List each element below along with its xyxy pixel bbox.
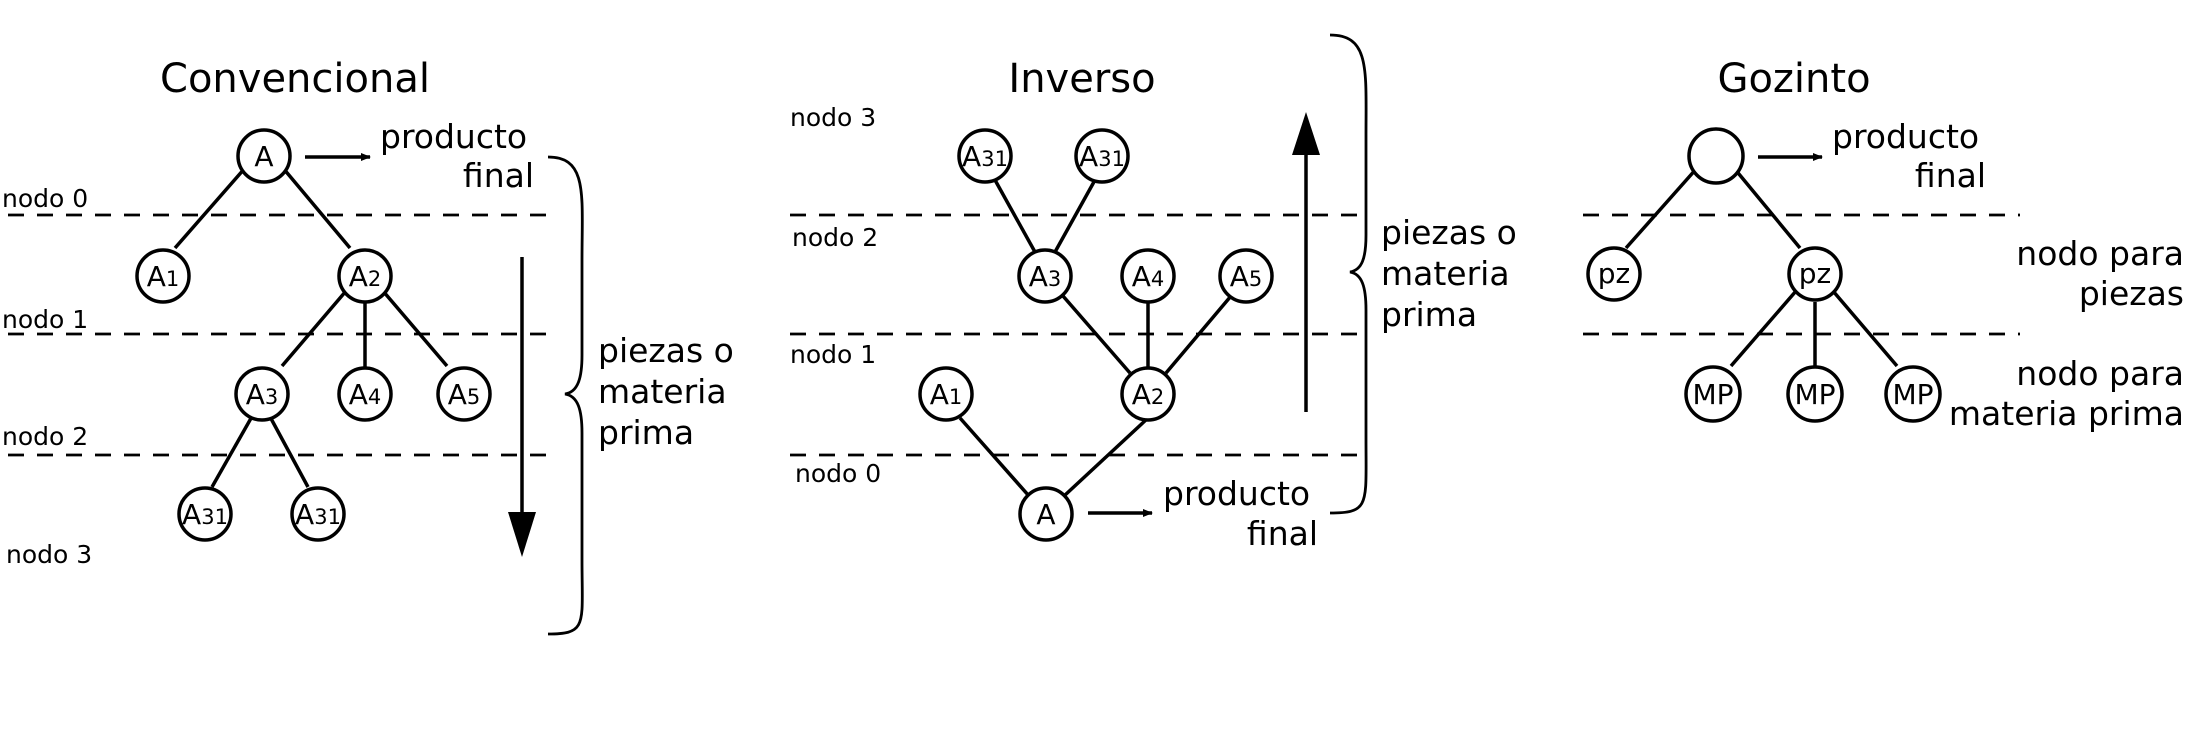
panel-title-inverso: Inverso <box>1008 56 1155 102</box>
edge <box>1061 294 1132 375</box>
edge <box>1732 166 1802 250</box>
node-label: A <box>1036 498 1055 531</box>
edge <box>210 412 256 488</box>
raw-material-node-label-line2: materia prima <box>1949 394 2184 433</box>
node-mp: MP <box>1884 365 1942 423</box>
panel-title-convencional: Convencional <box>160 56 430 102</box>
level-label-nodo-1: nodo 1 <box>790 340 876 369</box>
product-label-line2: final <box>463 156 534 195</box>
panel-inverso: Inverso nodo 3 nodo 2 nodo 1 nodo 0 A31 … <box>790 33 1517 553</box>
node-a: A <box>236 128 292 184</box>
node-a2: A2 <box>337 248 393 304</box>
pieces-label-line1: piezas o <box>598 331 734 370</box>
node-label: A31 <box>962 140 1008 173</box>
edge <box>1729 289 1798 368</box>
node-label: A5 <box>448 378 481 411</box>
node-a3: A3 <box>234 366 290 422</box>
node-label: A1 <box>147 260 180 293</box>
brace-icon <box>1329 33 1368 515</box>
node-label: MP <box>1794 378 1835 411</box>
panel-title-gozinto: Gozinto <box>1717 56 1870 102</box>
pieces-label-line3: prima <box>598 413 694 452</box>
node-a: A <box>1018 486 1074 542</box>
node-label: A31 <box>295 498 341 531</box>
edge <box>958 416 1031 498</box>
node-label: A3 <box>1029 260 1062 293</box>
level-label-nodo-0: nodo 0 <box>795 459 881 488</box>
panel-gozinto: Gozinto pz pz MP MP <box>1583 56 2184 433</box>
pieces-label-line1: piezas o <box>1381 213 1517 252</box>
node-label: A31 <box>1079 140 1125 173</box>
edge <box>173 166 247 250</box>
pieces-label-line2: materia <box>1381 254 1510 293</box>
node-a3: A3 <box>1017 248 1073 304</box>
node-a2: A2 <box>1120 366 1176 422</box>
panel-convencional: Convencional nodo 0 nodo 1 nodo 2 nodo 3… <box>2 56 734 636</box>
edge <box>1624 166 1699 250</box>
edge <box>266 412 310 488</box>
level-label-nodo-3: nodo 3 <box>790 103 876 132</box>
raw-material-node-label-line1: nodo para <box>2016 354 2184 393</box>
edge <box>993 179 1037 253</box>
node-label: A4 <box>349 378 382 411</box>
level-label-nodo-1: nodo 1 <box>2 305 88 334</box>
node-a31: A31 <box>1074 128 1130 184</box>
node-label: A2 <box>349 260 382 293</box>
node-label: A2 <box>1132 378 1165 411</box>
node-label: A4 <box>1132 260 1165 293</box>
level-label-nodo-3: nodo 3 <box>6 540 92 569</box>
node-label: A31 <box>182 498 228 531</box>
arrow-head-icon <box>508 512 536 557</box>
pieces-label-line3: prima <box>1381 295 1477 334</box>
node-label: pz <box>1598 257 1630 290</box>
node-label: MP <box>1892 378 1933 411</box>
edge <box>1164 294 1233 375</box>
node-label: A1 <box>930 378 963 411</box>
edge <box>281 166 352 250</box>
node-label: A5 <box>1230 260 1263 293</box>
node-pz: pz <box>1586 246 1642 302</box>
node-a4: A4 <box>337 366 393 422</box>
node-a4: A4 <box>1120 248 1176 304</box>
arrow-head-icon <box>1292 112 1320 155</box>
node-a31: A31 <box>290 486 346 542</box>
node-a1: A1 <box>135 248 191 304</box>
edge <box>381 289 449 368</box>
node-label: A <box>254 140 273 173</box>
pieces-label-line2: materia <box>598 372 727 411</box>
product-label-line2: final <box>1915 156 1986 195</box>
node-pz: pz <box>1787 246 1843 302</box>
edge <box>1831 289 1899 368</box>
edge <box>1053 179 1097 253</box>
product-label-line1: producto <box>380 117 527 156</box>
level-label-nodo-0: nodo 0 <box>2 184 88 213</box>
node-a1: A1 <box>918 366 974 422</box>
level-label-nodo-2: nodo 2 <box>792 223 878 252</box>
node-a5: A5 <box>1218 248 1274 304</box>
node-a31: A31 <box>177 486 233 542</box>
product-label-line2: final <box>1247 514 1318 553</box>
edge <box>1062 416 1150 498</box>
node-a31: A31 <box>957 128 1013 184</box>
edge <box>280 289 348 368</box>
product-label-line1: producto <box>1832 117 1979 156</box>
node-a5: A5 <box>436 366 492 422</box>
node-label: A3 <box>246 378 279 411</box>
product-label-line1: producto <box>1163 474 1310 513</box>
node-mp: MP <box>1684 365 1742 423</box>
node-mp: MP <box>1786 365 1844 423</box>
pieces-node-label-line1: nodo para <box>2016 234 2184 273</box>
node-label: MP <box>1692 378 1733 411</box>
brace-icon <box>547 155 584 636</box>
level-label-nodo-2: nodo 2 <box>2 422 88 451</box>
node-label: pz <box>1799 257 1831 290</box>
node-root <box>1687 127 1745 185</box>
pieces-node-label-line2: piezas <box>2079 274 2184 313</box>
